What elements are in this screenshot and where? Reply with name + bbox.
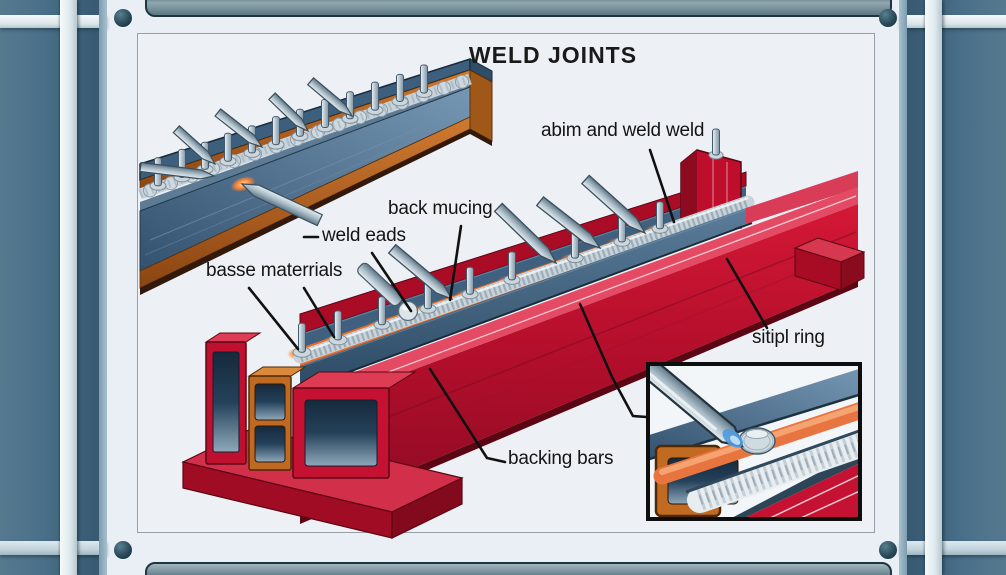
screw-icon xyxy=(879,9,897,27)
main-beam-assembly xyxy=(181,128,866,539)
weld-eads-electrode xyxy=(240,183,324,227)
leader-abim xyxy=(648,148,676,224)
leader-weld-eads xyxy=(370,251,413,313)
screw-icon xyxy=(114,9,132,27)
frame-bar-bottom-left xyxy=(0,541,107,555)
leader-back-mucing xyxy=(448,224,463,302)
leader-basse-2 xyxy=(302,286,336,339)
inset-electrode xyxy=(648,364,744,448)
upper-joint-assembly xyxy=(138,57,493,295)
frame-slot-bottom xyxy=(145,562,892,575)
frame-mullion-right xyxy=(925,0,942,575)
frame-bar-top-left xyxy=(0,15,107,28)
weld-torch xyxy=(357,262,419,322)
beam-foot xyxy=(793,237,866,291)
label-abim-and-weld-weld: abim and weld weld xyxy=(541,120,705,141)
screw-icon xyxy=(114,541,132,559)
label-weld-eads: weld eads xyxy=(322,225,406,246)
frame-left-panel xyxy=(0,0,107,575)
upper-electrode-rods xyxy=(139,76,354,180)
label-back-mucing: back mucing xyxy=(388,198,493,219)
label-basse-materrials: basse materrials xyxy=(206,260,343,281)
frame-mullion-left xyxy=(60,0,77,575)
label-backing-bars: backing bars xyxy=(508,448,614,469)
leader-lines xyxy=(247,148,769,464)
leader-sitipl-ring xyxy=(725,257,769,330)
inset-weld-ring xyxy=(738,427,776,455)
tube-section-copper-channel xyxy=(247,366,307,471)
frame-right-panel xyxy=(900,0,1006,575)
label-sitipl-ring: sitipl ring xyxy=(752,327,825,348)
main-electrode-rods xyxy=(387,174,647,301)
backing-bar-plate xyxy=(300,208,746,390)
frame-edge-left xyxy=(99,0,107,575)
tube-section-large xyxy=(291,371,417,479)
inset-detail-box xyxy=(646,362,862,521)
main-weld-studs xyxy=(292,201,669,358)
inset-border xyxy=(646,362,862,521)
leader-inset-connector xyxy=(578,302,649,419)
frame-edge-right xyxy=(899,0,907,575)
leader-basse-1 xyxy=(247,286,300,351)
diagram-title: WELD JOINTS xyxy=(468,42,638,68)
frame-slot-top xyxy=(145,0,892,17)
tube-section-tall xyxy=(204,332,262,465)
beam-front-face xyxy=(300,204,858,516)
leader-backing-bars xyxy=(428,367,507,464)
screw-icon xyxy=(879,541,897,559)
